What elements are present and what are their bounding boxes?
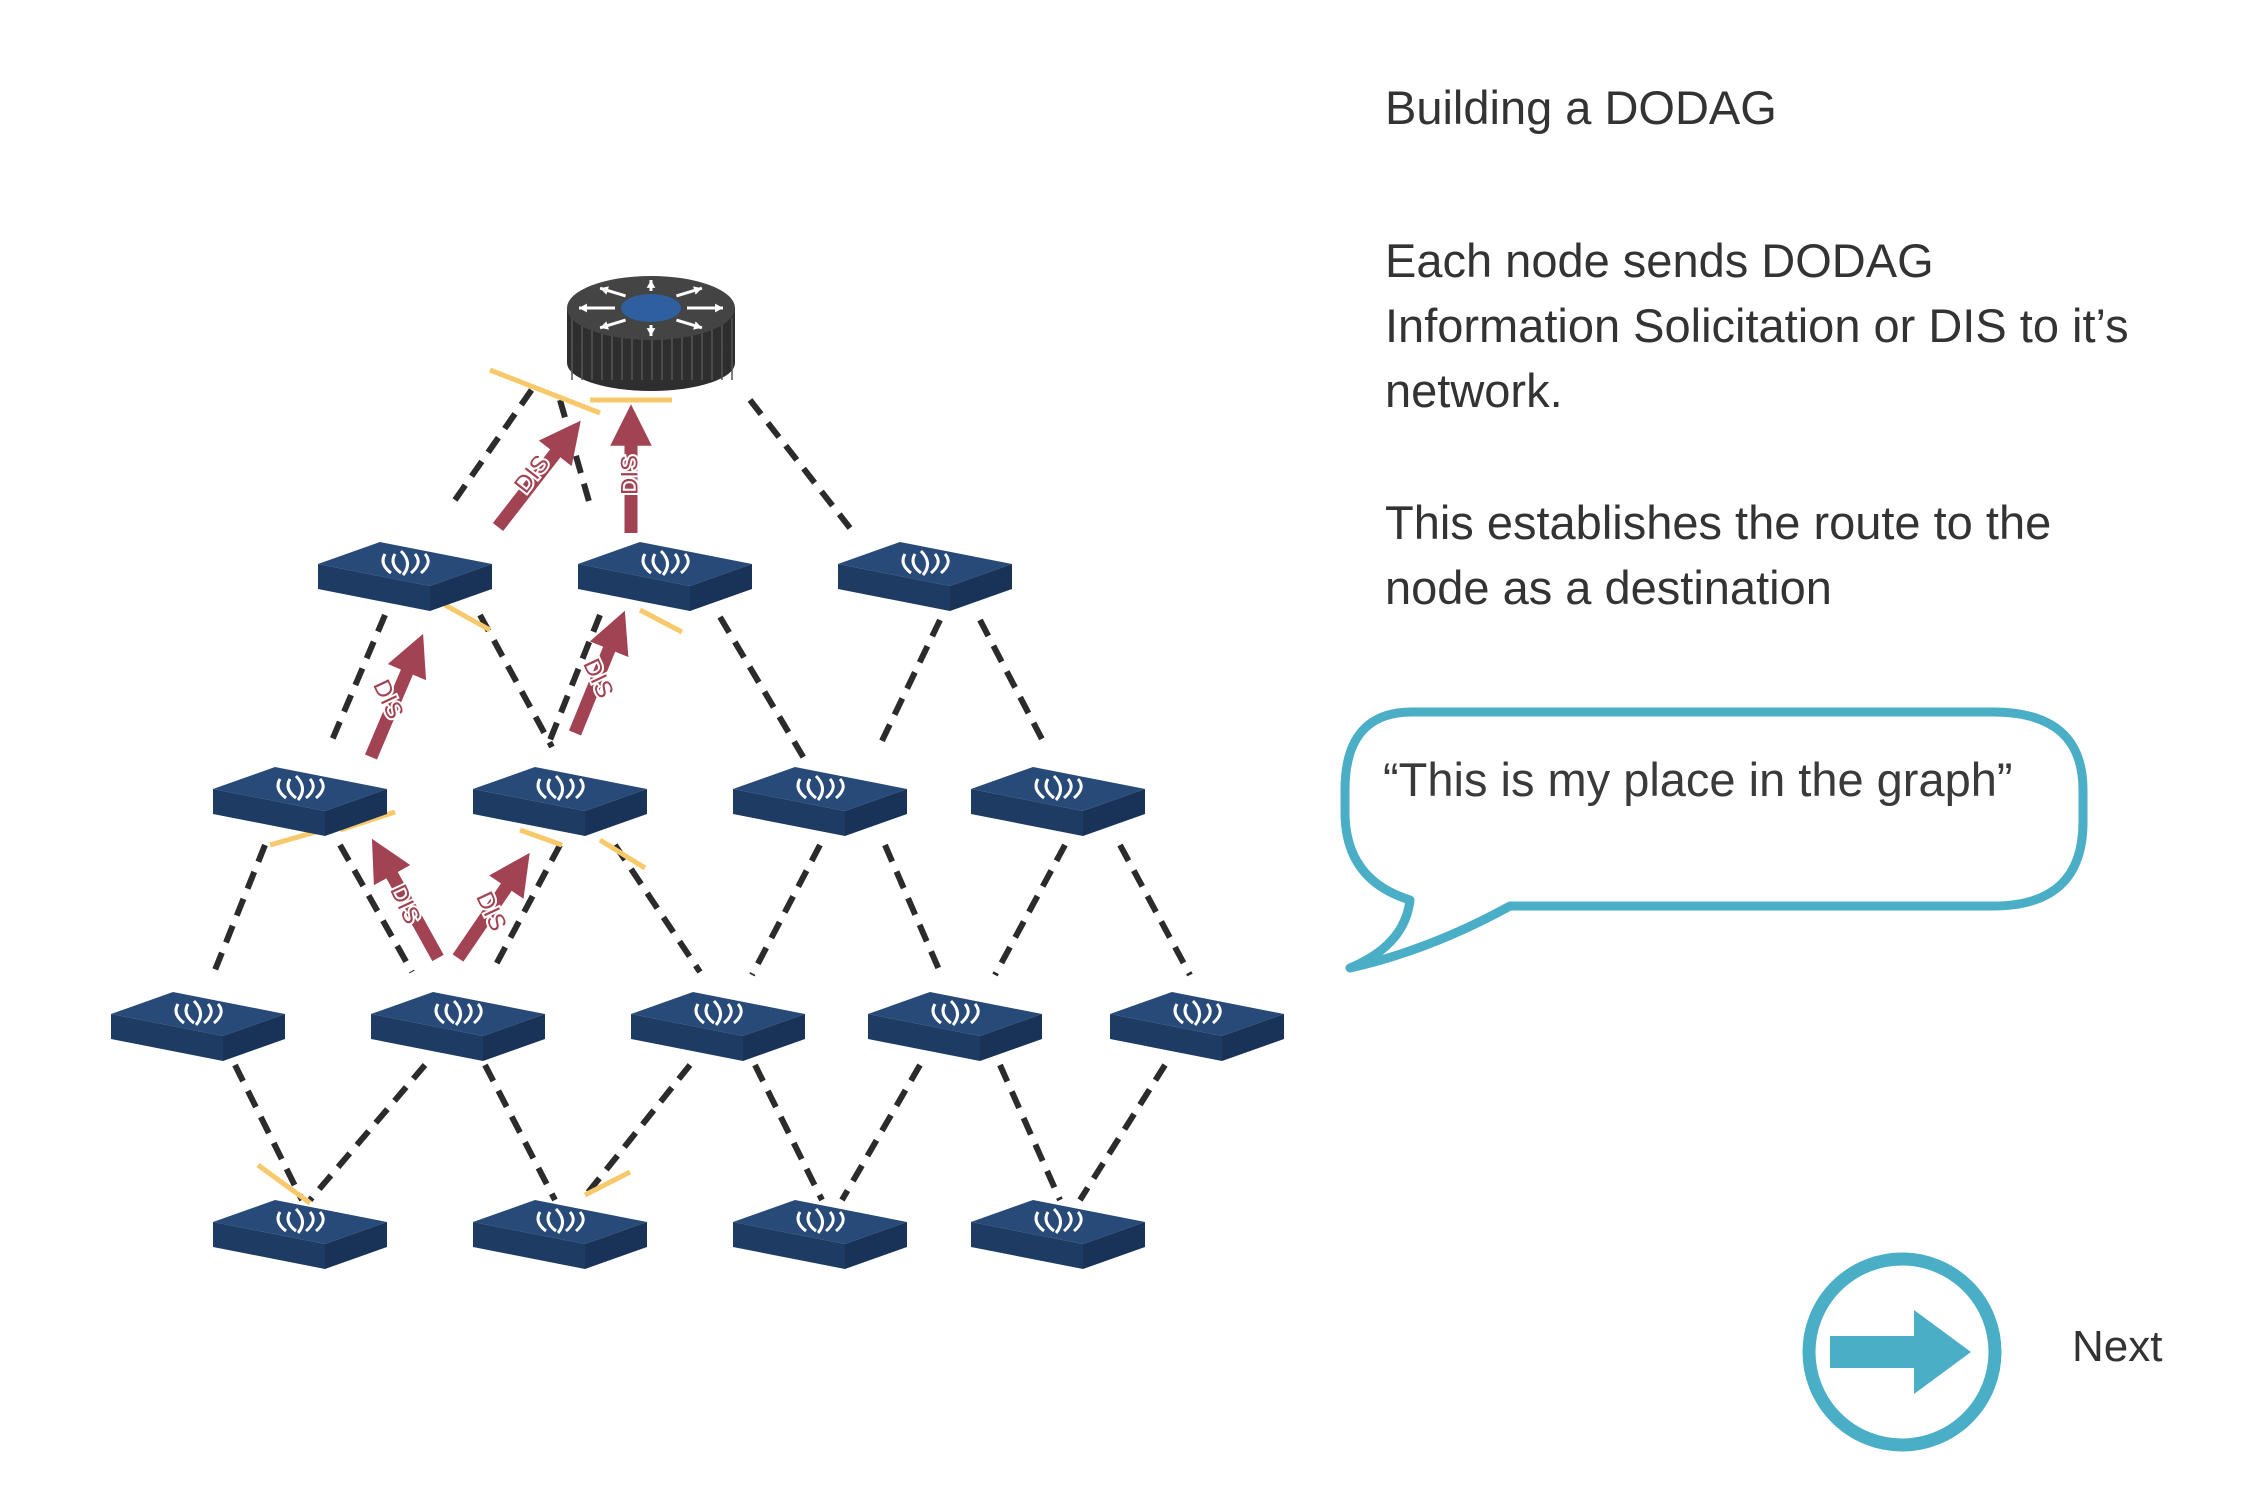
wireless-node-icon <box>969 765 1147 838</box>
wireless-node-icon <box>369 990 547 1063</box>
wireless-node-icon <box>576 540 754 613</box>
dashed-link <box>452 383 538 502</box>
next-label[interactable]: Next <box>2072 1322 2163 1371</box>
wireless-node-icon <box>1108 990 1286 1063</box>
wireless-node-icon <box>836 540 1014 613</box>
dashed-link <box>997 1063 1063 1202</box>
next-button[interactable] <box>1800 1250 2005 1455</box>
highlight-tick <box>519 827 563 848</box>
dashed-link <box>557 399 593 506</box>
dashed-link <box>977 618 1048 747</box>
node-layer <box>109 540 1286 1271</box>
dashed-link <box>752 1063 825 1202</box>
description-paragraph-2: This establishes the route to the node a… <box>1385 496 2052 614</box>
dashed-link <box>482 1063 558 1202</box>
dashed-link <box>717 615 808 762</box>
wireless-node-icon <box>731 1198 909 1271</box>
description-paragraph-1: Each node sends DODAG Information Solici… <box>1385 234 2129 417</box>
dis-arrow <box>452 852 530 962</box>
dashed-link <box>1117 843 1193 977</box>
wireless-node-icon <box>969 1198 1147 1271</box>
dashed-link <box>307 1063 428 1202</box>
highlight-tick <box>489 367 601 416</box>
dis-arrow <box>492 420 581 531</box>
dashed-link <box>749 843 823 977</box>
dis-label: DIS <box>616 455 643 495</box>
dis-arrow <box>371 838 444 962</box>
wireless-node-icon <box>211 1198 389 1271</box>
dashed-link <box>882 843 943 974</box>
dashed-link <box>545 613 603 747</box>
dashed-link <box>747 398 853 530</box>
dashed-link <box>877 618 943 747</box>
highlight-tick <box>638 607 684 635</box>
dis-arrow <box>568 610 629 736</box>
dashed-link <box>477 613 555 749</box>
highlight-tick <box>443 602 492 633</box>
slide-title: Building a DODAG <box>1385 81 1777 134</box>
dashed-link <box>839 1063 923 1202</box>
dashed-link <box>612 843 703 974</box>
wireless-node-icon <box>866 990 1044 1063</box>
dashed-link <box>210 843 268 977</box>
speech-bubble-text: “This is my place in the graph” <box>1383 753 2013 806</box>
dashed-link <box>489 843 563 974</box>
arrow-right-icon <box>1802 1252 2002 1452</box>
highlight-tick <box>256 1162 312 1206</box>
wireless-node-icon <box>731 765 909 838</box>
wireless-node-icon <box>316 540 494 613</box>
dashed-link <box>1077 1063 1168 1202</box>
dashed-link <box>579 1063 693 1202</box>
wireless-node-icon <box>629 990 807 1063</box>
dashed-link <box>992 843 1068 977</box>
wireless-node-icon <box>109 990 287 1063</box>
speech-bubble <box>1340 707 2088 973</box>
wireless-node-icon <box>471 765 649 838</box>
dashed-link <box>327 613 388 747</box>
dashed-link <box>337 843 415 974</box>
wireless-node-icon <box>471 1198 649 1271</box>
highlight-tick <box>583 1169 632 1198</box>
router-icon <box>567 276 735 391</box>
link-layer <box>210 383 1193 1202</box>
highlight-tick <box>598 837 647 871</box>
dis-arrow <box>365 633 427 760</box>
dashed-link <box>232 1063 305 1202</box>
